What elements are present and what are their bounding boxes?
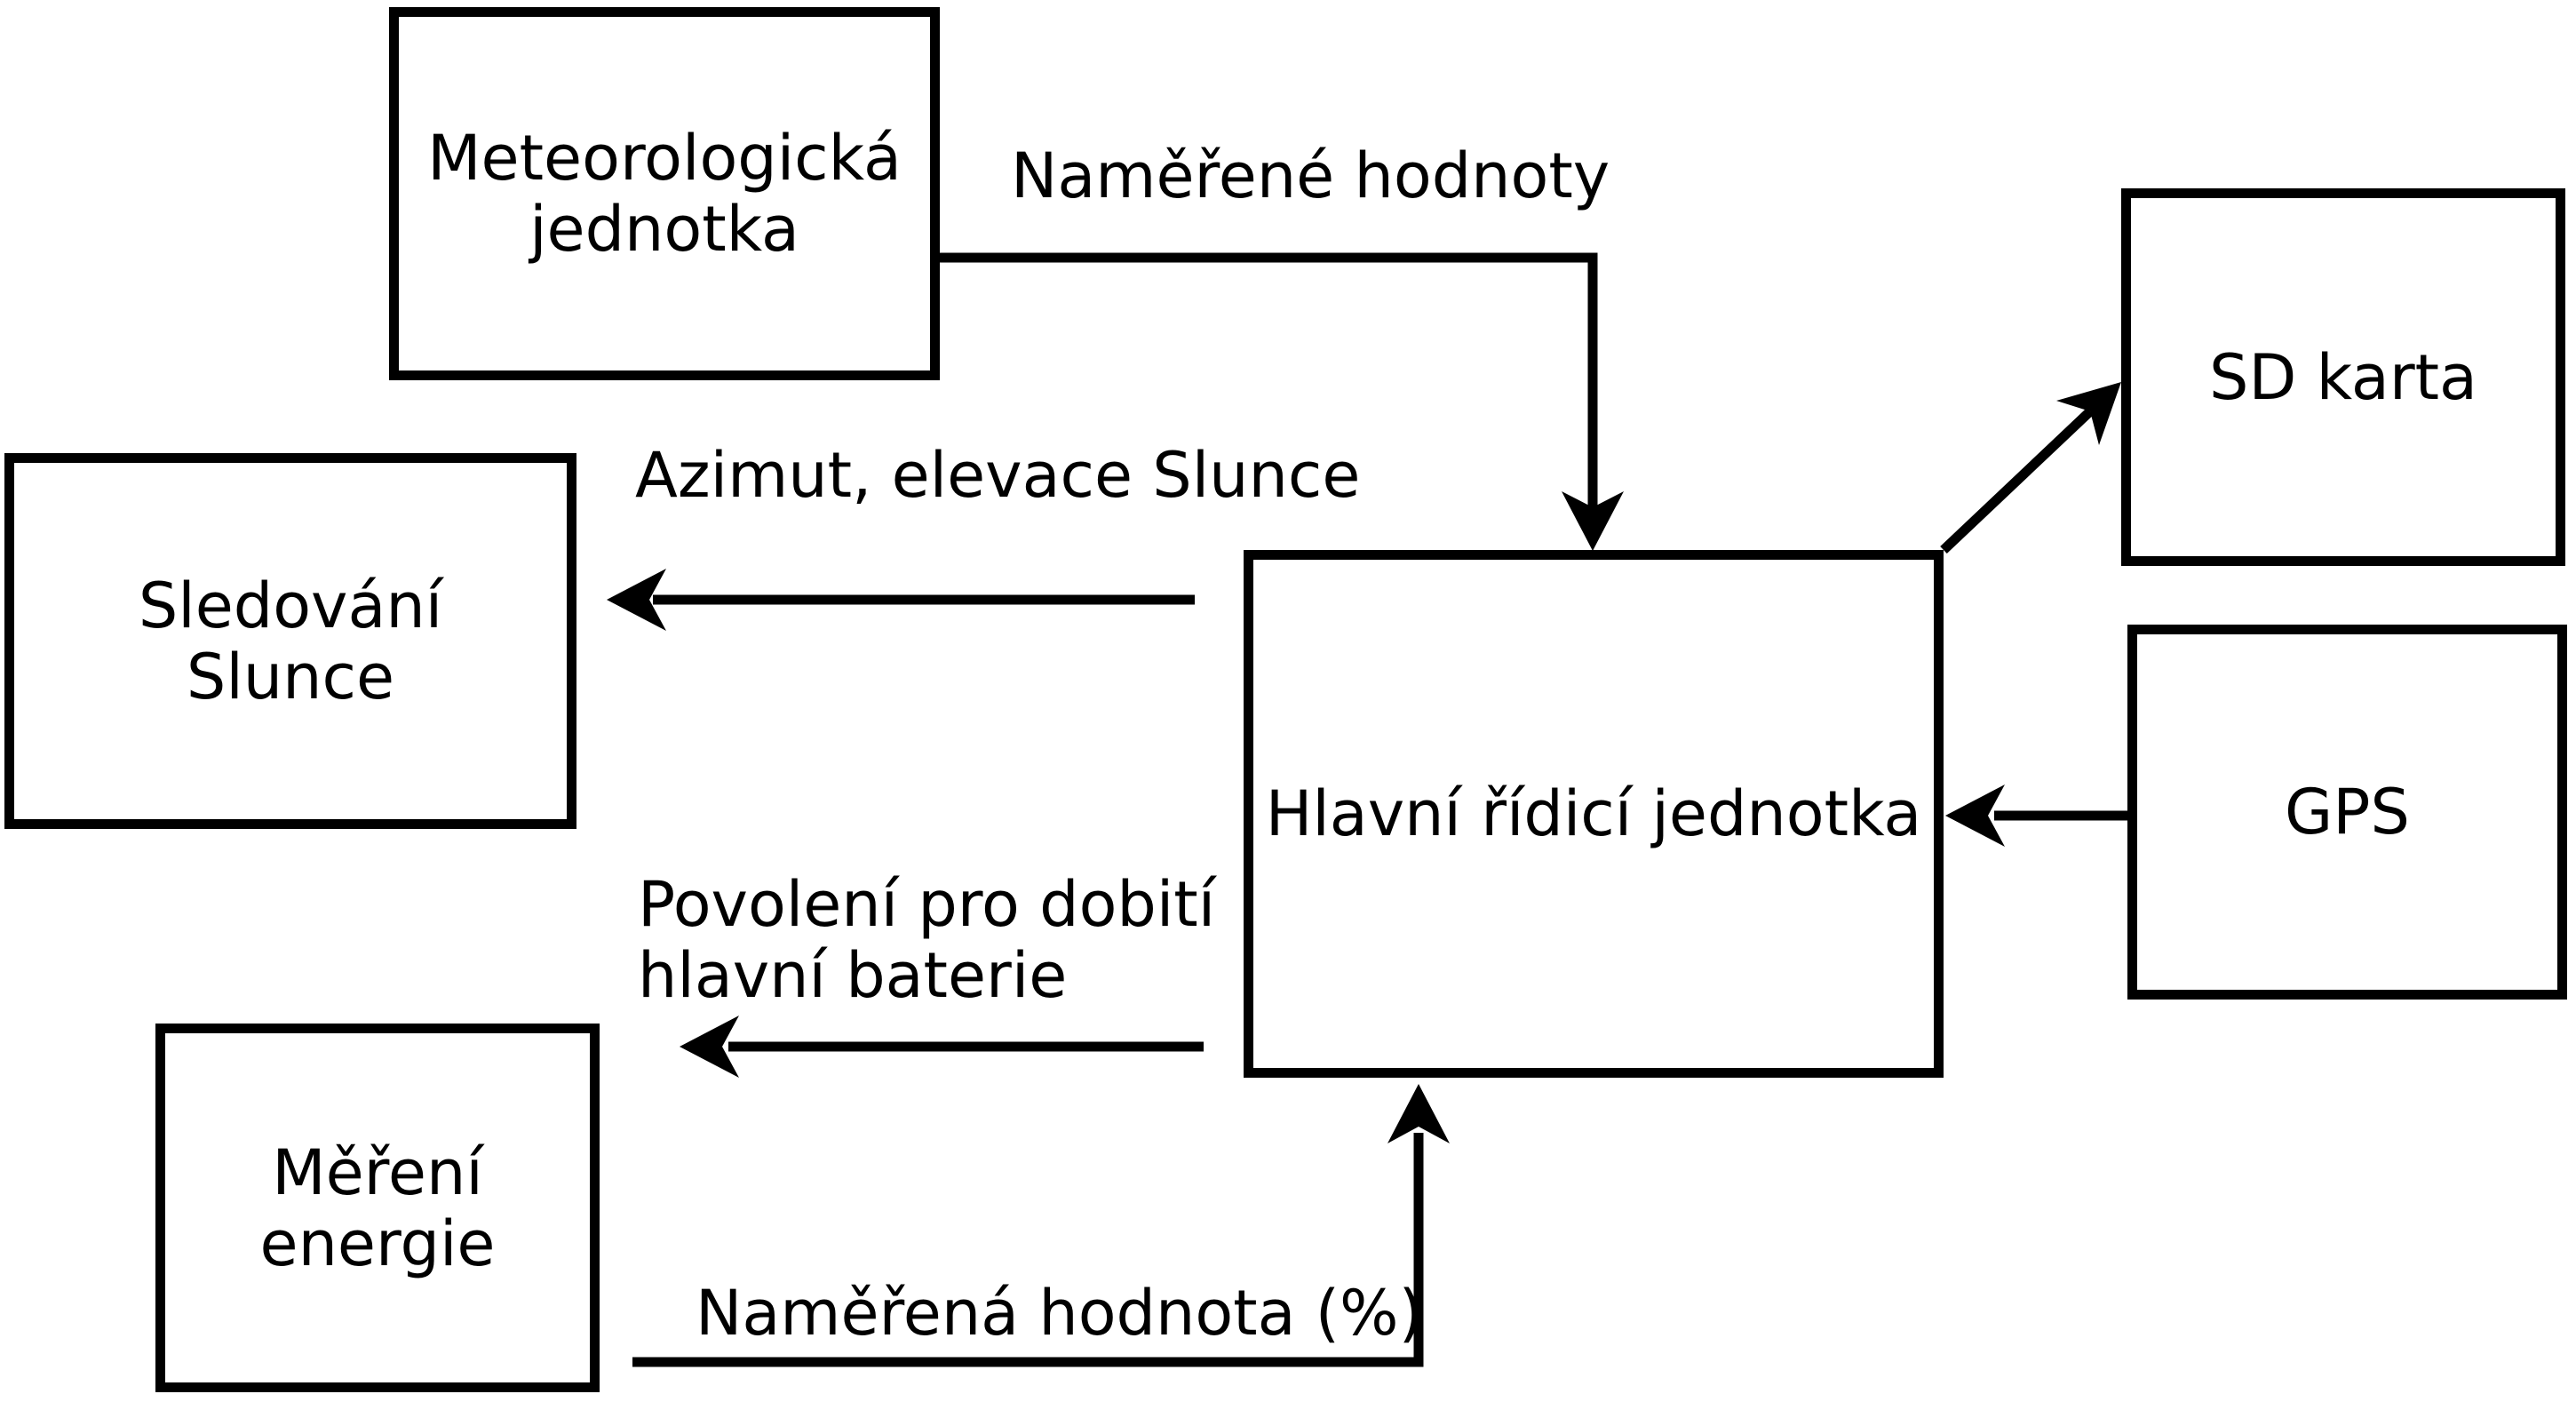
box-label-line: SD karta [2209,340,2477,414]
box-label-line: Slunce [186,640,395,713]
arrow-namerena-line [632,1133,1424,1367]
arrow-namerene-line [940,252,1598,511]
arrow-namerene-head [1562,491,1624,551]
box-label-line: GPS [2285,776,2410,848]
arrow-sd-line [1940,408,2094,554]
arrow-gps-head [1945,785,2005,847]
box-meteorologicka-jednotka: Meteorologická jednotka [389,7,940,380]
edge-label-azimut-elevace-slunce: Azimut, elevace Slunce [635,439,1361,512]
box-label-line: Hlavní řídicí jednotka [1265,777,1922,850]
box-sd-karta: SD karta [2121,188,2565,566]
box-label: GPS [2285,777,2410,848]
box-label-line: Sledování [138,569,443,642]
box-mereni-energie: Měření energie [155,1024,600,1392]
box-label: SD karta [2209,342,2477,413]
box-label: Hlavní řídicí jednotka [1266,778,1922,849]
box-hlavni-ridici-jednotka: Hlavní řídicí jednotka [1244,550,1944,1078]
box-label: Měření energie [260,1137,496,1279]
edge-label-namerene-hodnoty: Naměřené hodnoty [1011,139,1610,212]
edge-label-namerena-hodnota: Naměřená hodnota (%) [696,1277,1423,1350]
arrow-sd-head [2056,382,2121,445]
box-label: Sledování Slunce [139,570,442,713]
box-label-line: Měření [272,1135,483,1209]
edge-label-line: Povolení pro dobití [638,868,1216,941]
arrow-namerena-head [1387,1084,1450,1143]
edge-label-line: hlavní baterie [638,939,1068,1012]
box-label: Meteorologická jednotka [427,123,902,265]
box-label-line: jednotka [529,193,799,266]
box-sledovani-slunce: Sledování Slunce [4,453,576,829]
arrow-povoleni-head [680,1016,739,1078]
box-label-line: Meteorologická [427,122,902,195]
arrow-azimut-head [607,569,666,631]
edge-label-povoleni-pro-dobiti: Povolení pro dobití hlavní baterie [638,869,1215,1011]
box-gps: GPS [2127,625,2567,1000]
box-label-line: energie [259,1207,496,1280]
